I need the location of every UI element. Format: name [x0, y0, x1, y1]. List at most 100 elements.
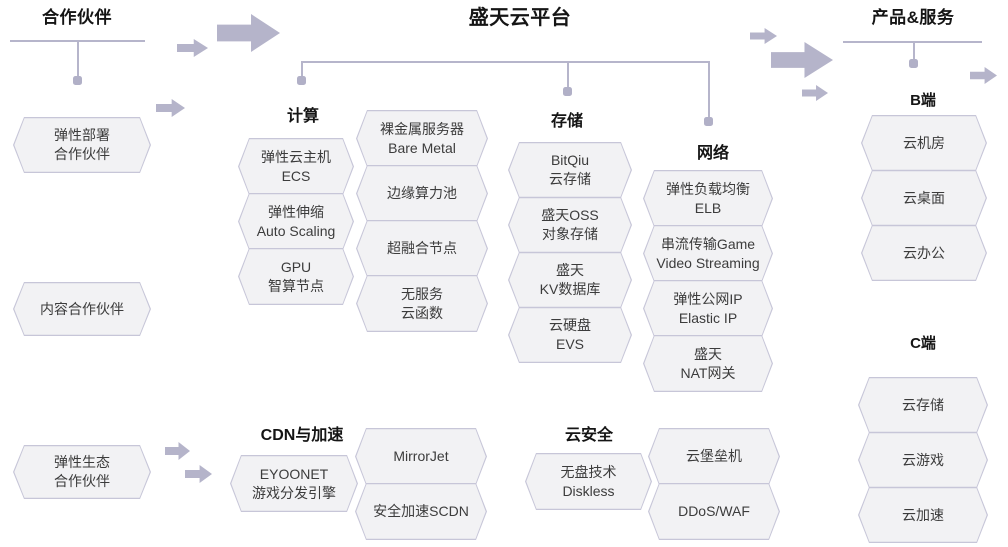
node-label: EYOONET: [259, 465, 329, 482]
flow-arrow-icon: [750, 28, 777, 44]
node-label: 云机房: [903, 134, 945, 151]
group-label-cdn: CDN与加速: [260, 427, 344, 444]
node-label: 盛天: [556, 262, 584, 278]
node-label: GPU: [280, 258, 312, 275]
hexagon-body: DDoS/WAF: [649, 484, 778, 538]
products-title: 产品&服务: [871, 8, 955, 27]
hexagon-body: 弹性负载均衡 ELB: [644, 171, 771, 225]
group-label-compute: 计算: [286, 108, 319, 125]
hexagon-body: 内容合作伙伴: [14, 283, 149, 334]
node-label: EVS: [555, 336, 584, 352]
node-ecs: 弹性云主机 ECS: [238, 138, 354, 195]
node-label: 无服务: [401, 285, 443, 302]
node-label: Auto Scaling: [256, 222, 336, 239]
hexagon-body: 云堡垒机: [649, 429, 778, 483]
group-label-b-side: B端: [910, 92, 936, 109]
flow-arrow-icon: [165, 442, 190, 460]
node-oss: 盛天OSS 对象存储: [508, 197, 632, 253]
node-label: 超融合节点: [387, 240, 457, 256]
hexagon-body: 盛天OSS 对象存储: [509, 198, 630, 251]
node-label: Bare Metal: [388, 139, 456, 156]
node-label: 智算节点: [268, 277, 324, 294]
platform-branch-line: [301, 61, 709, 63]
flow-arrow-icon: [217, 14, 280, 52]
group-label-c-side: C端: [910, 335, 936, 352]
node-label: 内容合作伙伴: [40, 300, 124, 317]
node-label: 云桌面: [903, 189, 945, 206]
hexagon-body: 边缘算力池: [357, 166, 486, 220]
node-label: NAT网关: [680, 364, 736, 381]
hexagon-body: 无盘技术 Diskless: [526, 454, 650, 508]
hexagon-body: GPU 智算节点: [239, 249, 352, 303]
node-label: Video Streaming: [656, 254, 760, 271]
node-label: 云堡垒机: [686, 448, 742, 464]
hexagon-body: 弹性云主机 ECS: [239, 139, 352, 193]
node-bitqiu: BitQiu 云存储: [508, 142, 632, 198]
hexagon-body: 云硬盘 EVS: [509, 308, 630, 361]
node-label: 弹性负载均衡: [666, 180, 750, 197]
flow-arrow-icon: [156, 99, 185, 117]
platform-title: 盛天云平台: [468, 7, 572, 29]
node-scdn: 安全加速SCDN: [355, 483, 487, 540]
node-label: MirrorJet: [393, 448, 449, 464]
partners-drop-line: [77, 40, 79, 78]
product-cloud-acceleration: 云加速: [858, 487, 988, 543]
network-drop-line: [708, 61, 710, 118]
storage-drop-line: [567, 61, 569, 88]
partner-content: 内容合作伙伴: [13, 282, 151, 336]
node-elb: 弹性负载均衡 ELB: [643, 170, 773, 227]
node-label: BitQiu: [550, 152, 590, 168]
hexagon-body: 盛天 KV数据库: [509, 253, 630, 306]
node-label: 弹性公网IP: [673, 290, 743, 307]
product-cloud-storage: 云存储: [858, 377, 988, 433]
hexagon-body: 云游戏: [859, 433, 986, 486]
node-evs: 云硬盘 EVS: [508, 307, 632, 363]
partner-elastic-deployment: 弹性部署 合作伙伴: [13, 117, 151, 173]
node-nat-gateway: 盛天 NAT网关: [643, 335, 773, 392]
node-label: 盛天OSS: [541, 207, 599, 223]
hexagon-body: 云办公: [862, 226, 985, 279]
network-connector-dot: [704, 117, 713, 126]
hexagon-body: 裸金属服务器 Bare Metal: [357, 111, 486, 165]
node-label: 弹性云主机: [261, 148, 331, 165]
node-label: 合作伙伴: [54, 473, 110, 489]
node-label: 弹性部署: [54, 127, 110, 143]
partners-connector-dot: [73, 76, 82, 85]
product-cloud-gaming: 云游戏: [858, 432, 988, 488]
node-label: 游戏分发引擎: [252, 484, 336, 501]
node-label: ECS: [281, 167, 311, 184]
node-bare-metal: 裸金属服务器 Bare Metal: [356, 110, 488, 167]
node-label: 合作伙伴: [54, 146, 110, 162]
node-gpu: GPU 智算节点: [238, 248, 354, 305]
products-connector-dot: [909, 59, 918, 68]
product-cloud-desktop: 云桌面: [861, 170, 987, 226]
node-label: 边缘算力池: [387, 185, 457, 201]
node-label: KV数据库: [539, 281, 601, 297]
node-label: ELB: [694, 199, 722, 216]
hexagon-body: 弹性伸缩 Auto Scaling: [239, 194, 352, 248]
hexagon-body: 云机房: [862, 116, 985, 169]
products-branch-line: [843, 41, 982, 43]
node-label: 云硬盘: [549, 317, 591, 333]
flow-arrow-icon: [771, 42, 833, 78]
flow-arrow-icon: [970, 67, 997, 84]
node-label: Elastic IP: [678, 309, 738, 326]
hexagon-body: 盛天 NAT网关: [644, 336, 771, 390]
node-label: 对象存储: [542, 226, 598, 242]
node-serverless: 无服务 云函数: [356, 275, 488, 332]
flow-arrow-icon: [802, 85, 828, 101]
node-ddos-waf: DDoS/WAF: [648, 483, 780, 540]
hexagon-body: EYOONET 游戏分发引擎: [231, 456, 356, 510]
node-label: 云存储: [549, 171, 591, 187]
node-label: 裸金属服务器: [380, 120, 464, 137]
node-game-video-streaming: 串流传输Game Video Streaming: [643, 225, 773, 282]
compute-connector-dot: [297, 76, 306, 85]
hexagon-body: MirrorJet: [356, 429, 485, 483]
node-label: 云游戏: [902, 451, 944, 468]
node-label: Diskless: [562, 482, 615, 499]
hexagon-body: 弹性公网IP Elastic IP: [644, 281, 771, 335]
partners-title: 合作伙伴: [42, 8, 112, 27]
products-drop-line: [913, 41, 915, 61]
node-label: 盛天: [694, 345, 722, 362]
